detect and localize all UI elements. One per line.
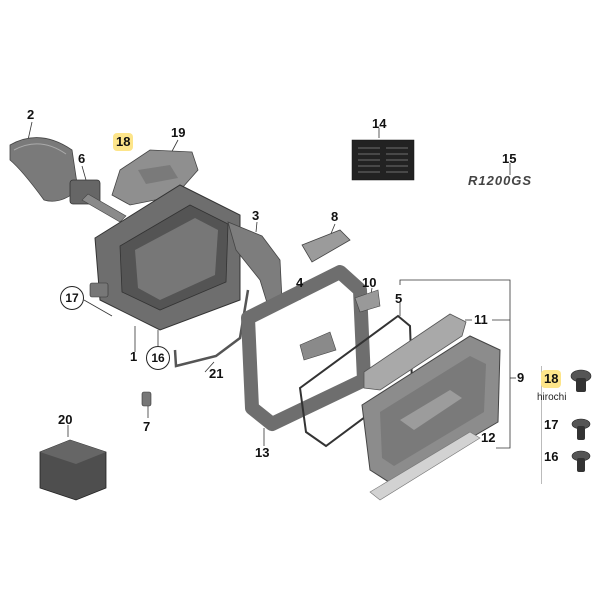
callout-18-highlight: 18 bbox=[113, 133, 134, 151]
callout-13: 13 bbox=[255, 445, 270, 460]
side-callout-16: 16 bbox=[544, 449, 559, 464]
callout-6: 6 bbox=[78, 151, 86, 166]
callout-10: 10 bbox=[362, 275, 377, 290]
callout-11: 11 bbox=[474, 312, 488, 327]
callout-9: 9 bbox=[517, 370, 525, 385]
emblem-15: R1200GS bbox=[468, 173, 533, 188]
callout-2: 2 bbox=[27, 107, 35, 122]
callout-17: 17 bbox=[60, 286, 84, 310]
callout-12: 12 bbox=[481, 430, 496, 445]
callout-16: 16 bbox=[146, 346, 170, 370]
callout-20: 20 bbox=[58, 412, 73, 427]
side-legend-divider bbox=[541, 366, 597, 484]
side-callout-18: 18 bbox=[541, 370, 562, 388]
callout-21: 21 bbox=[209, 366, 224, 381]
callout-1: 1 bbox=[130, 349, 138, 364]
callout-4: 4 bbox=[296, 275, 304, 290]
callout-15: 15 bbox=[502, 151, 517, 166]
watermark: hirochi bbox=[537, 392, 567, 403]
callout-5: 5 bbox=[395, 291, 403, 306]
callout-14: 14 bbox=[372, 116, 387, 131]
callout-7: 7 bbox=[143, 419, 151, 434]
callout-8: 8 bbox=[331, 209, 339, 224]
callout-3: 3 bbox=[252, 208, 260, 223]
callout-19: 19 bbox=[171, 125, 186, 140]
side-callout-17: 17 bbox=[544, 417, 559, 432]
